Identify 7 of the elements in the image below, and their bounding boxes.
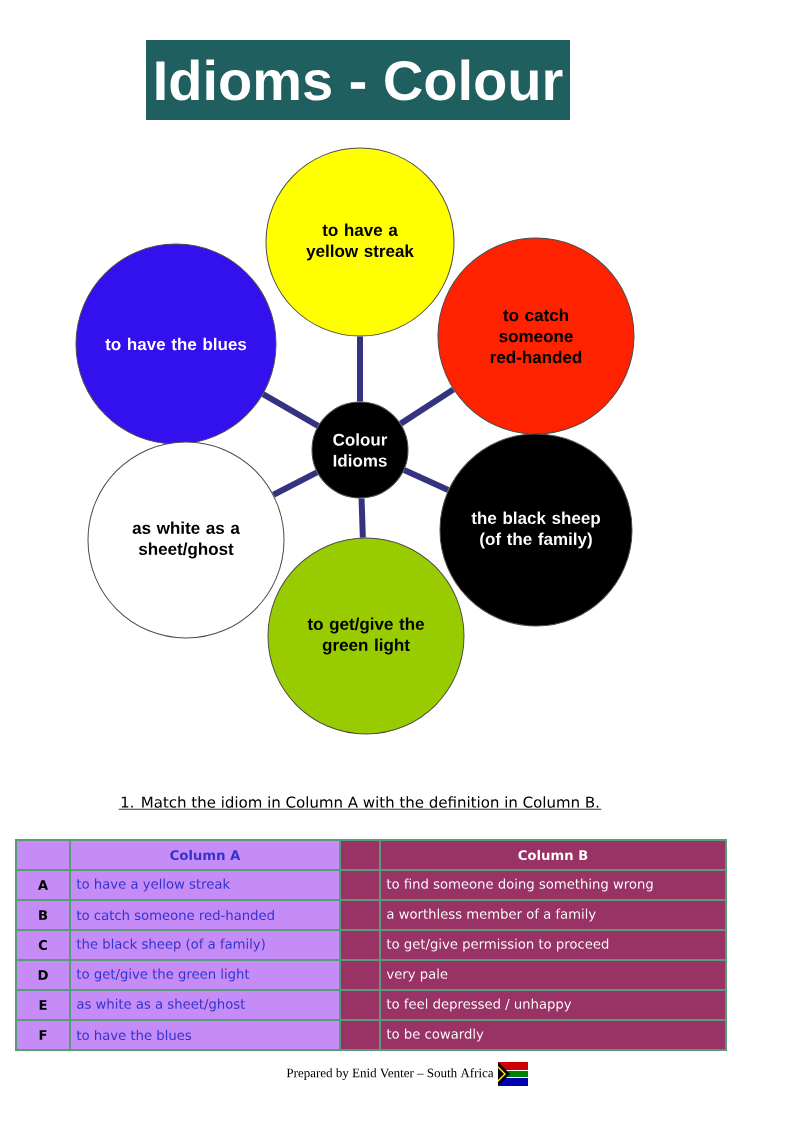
spoke-line <box>402 467 450 493</box>
spoke-line <box>272 469 319 498</box>
spoke-line <box>357 336 363 402</box>
spoke-line <box>261 391 320 429</box>
spoke-line <box>358 498 366 538</box>
spoke-line <box>399 387 455 427</box>
title-banner: Idioms - Colour <box>146 40 570 120</box>
